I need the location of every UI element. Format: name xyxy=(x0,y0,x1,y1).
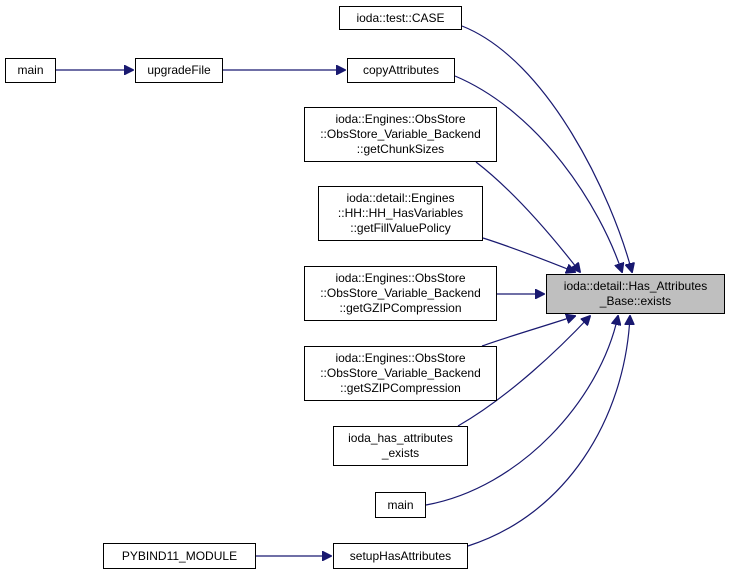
node-get-szip-compression[interactable]: ioda::Engines::ObsStore ::ObsStore_Varia… xyxy=(304,346,497,401)
node-main-center[interactable]: main xyxy=(375,492,426,518)
edge-getchunksizes-to-exists xyxy=(475,161,580,272)
node-get-chunk-sizes[interactable]: ioda::Engines::ObsStore ::ObsStore_Varia… xyxy=(304,107,497,162)
node-pybind11-module[interactable]: PYBIND11_MODULE xyxy=(103,543,256,569)
edge-maincenter-to-exists xyxy=(425,316,618,506)
node-get-gzip-compression[interactable]: ioda::Engines::ObsStore ::ObsStore_Varia… xyxy=(304,266,497,321)
node-has-attributes-base-exists: ioda::detail::Has_Attributes _Base::exis… xyxy=(546,274,725,314)
node-ioda-has-attributes-exists[interactable]: ioda_has_attributes _exists xyxy=(333,426,468,466)
node-setup-has-attributes[interactable]: setupHasAttributes xyxy=(333,543,468,569)
edge-setuphasattributes-to-exists xyxy=(467,316,630,547)
node-ioda-test-case[interactable]: ioda::test::CASE xyxy=(339,6,462,30)
node-get-fill-value-policy[interactable]: ioda::detail::Engines ::HH::HH_HasVariab… xyxy=(318,186,483,241)
edge-testcase-to-exists xyxy=(461,25,632,272)
edge-getszipcompression-to-exists xyxy=(481,316,575,347)
edge-getfillvaluepolicy-to-exists xyxy=(482,237,575,272)
node-copy-attributes[interactable]: copyAttributes xyxy=(347,58,455,83)
node-main-left[interactable]: main xyxy=(5,58,56,83)
node-upgrade-file[interactable]: upgradeFile xyxy=(135,58,223,83)
edge-iodahasattributesexists-to-exists xyxy=(457,316,590,427)
edge-copyattributes-to-exists xyxy=(454,75,622,272)
